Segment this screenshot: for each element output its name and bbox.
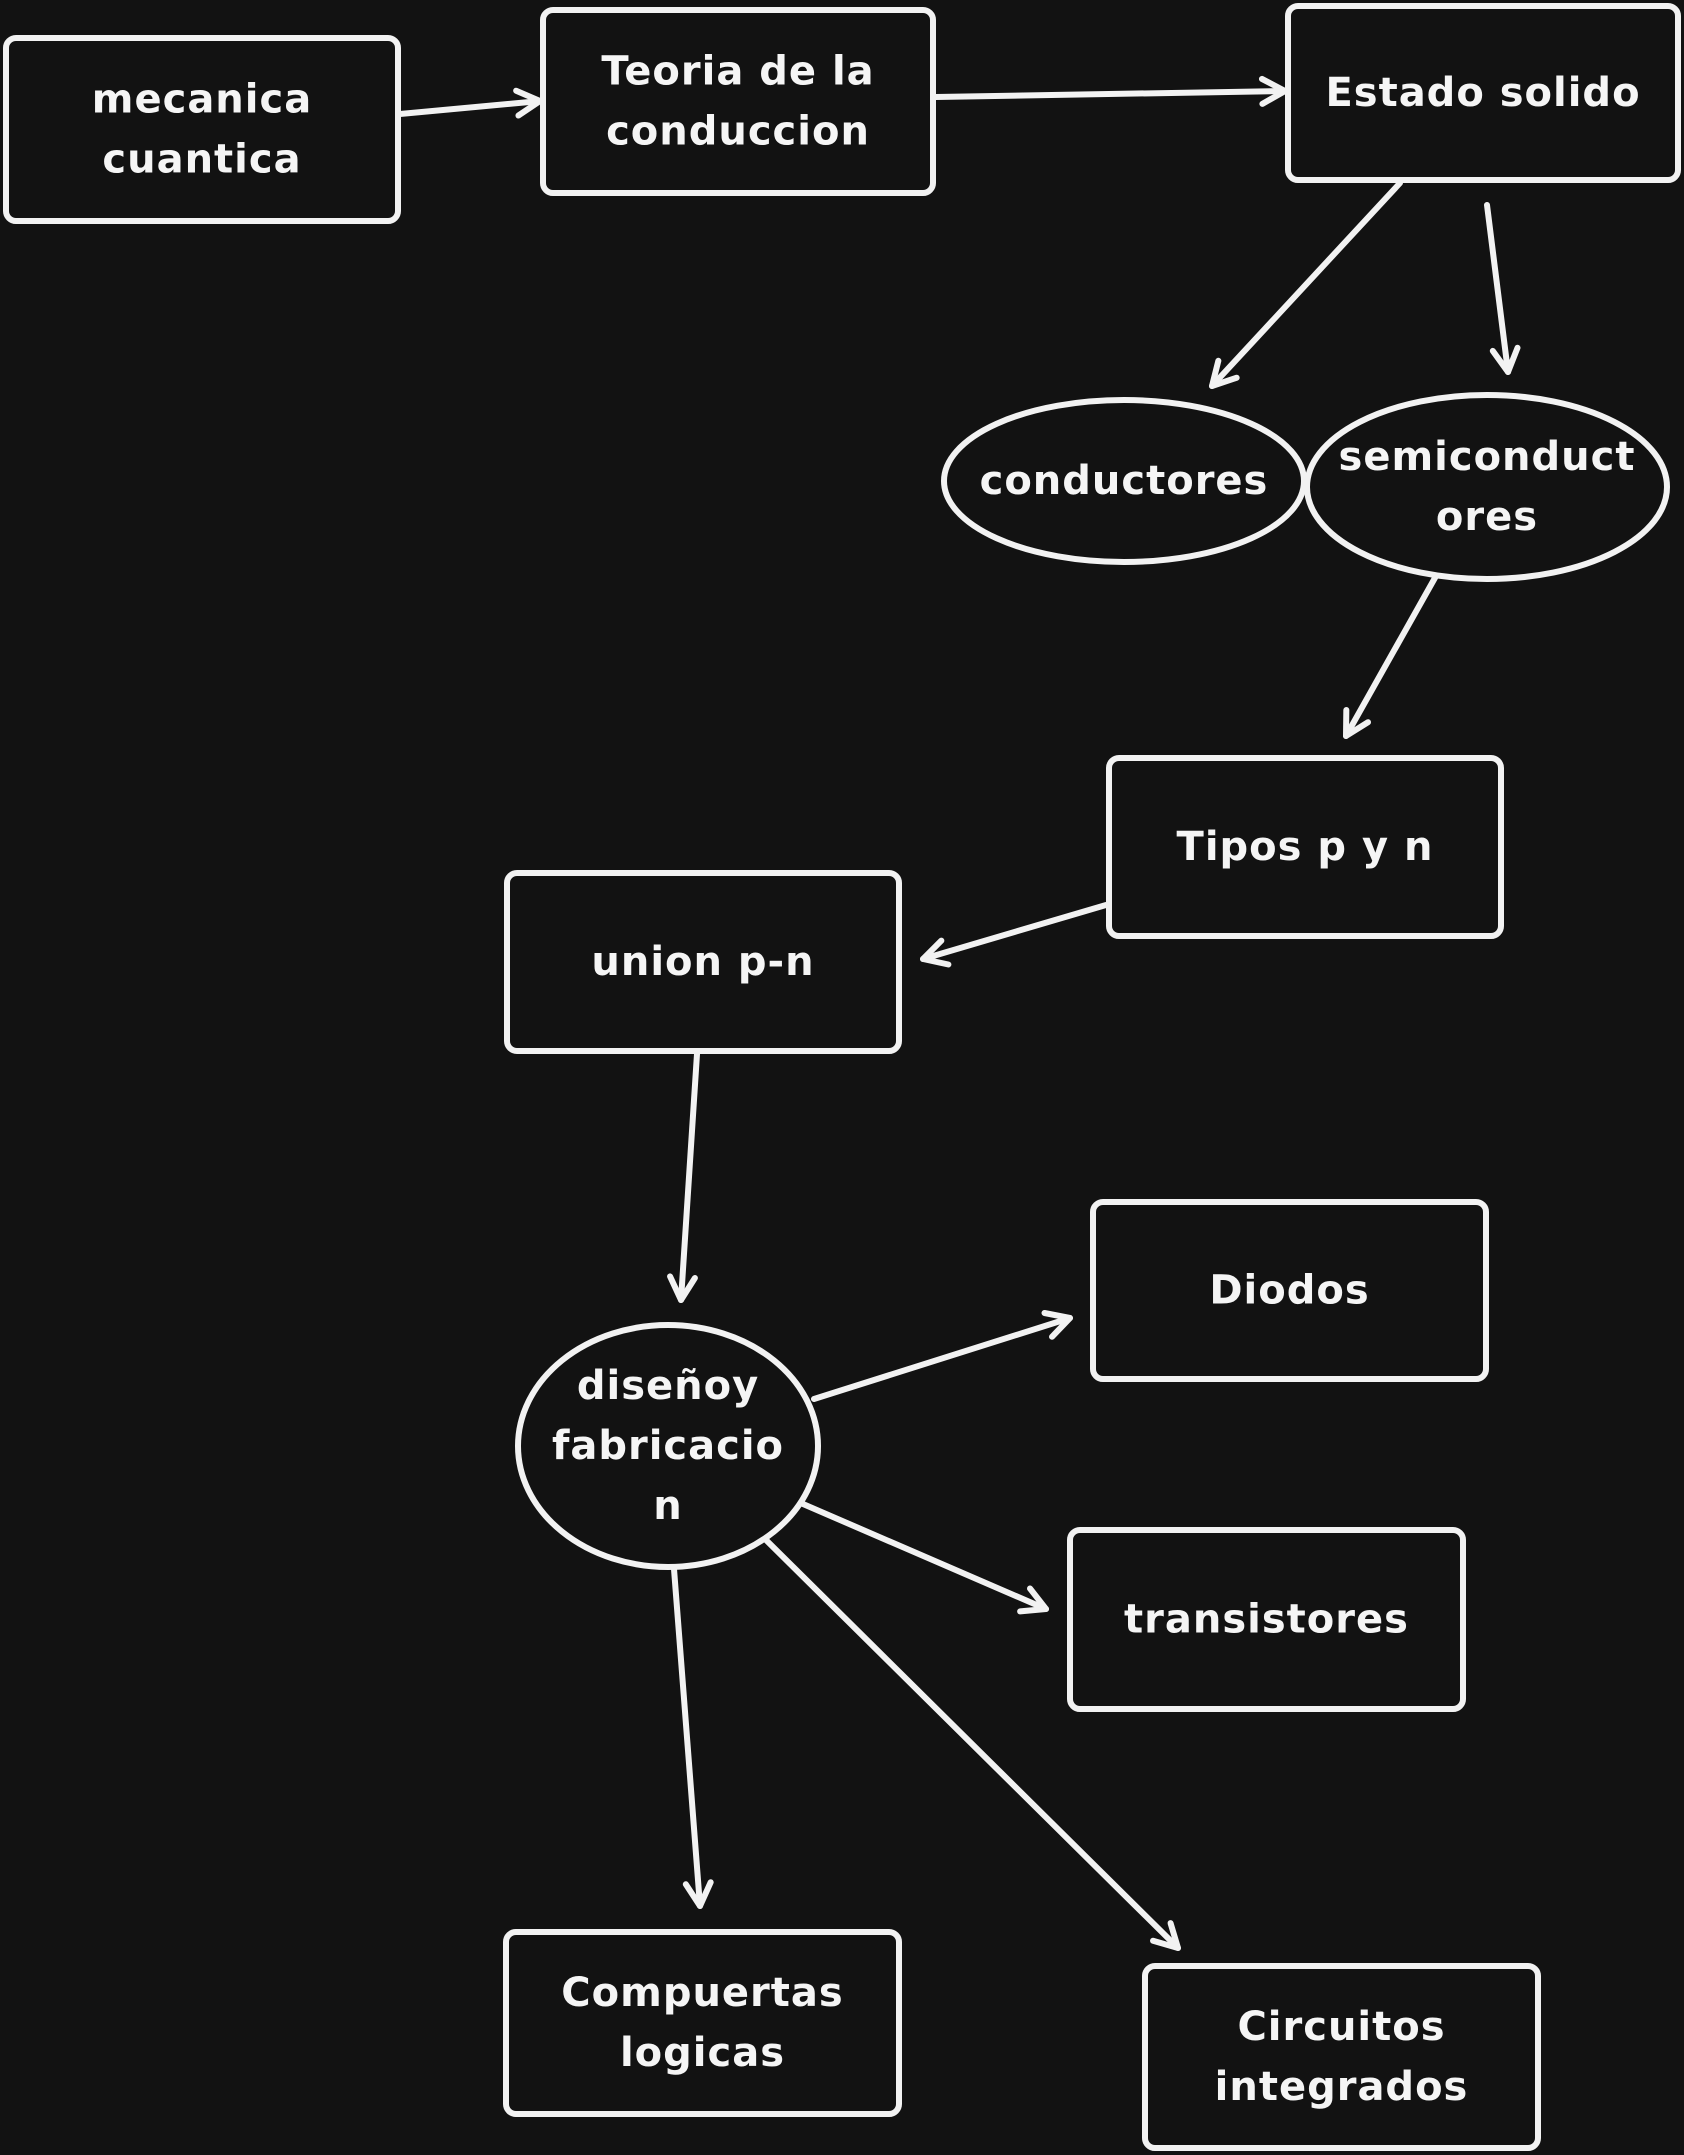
- node-box: [1090, 1199, 1489, 1382]
- edge-line: [1484, 202, 1511, 375]
- edge-diseno-to-compuertas: [671, 1566, 714, 1909]
- node-label-line: Compuertas: [561, 1970, 843, 2016]
- arrowhead-icon: [1209, 357, 1240, 389]
- edge-teoria-to-estado: [933, 75, 1288, 107]
- node-box: [540, 7, 936, 196]
- node-box: [1106, 755, 1504, 939]
- node-label-line: conduccion: [606, 109, 870, 155]
- node-compuertas: Compuertas logicas: [503, 1929, 902, 2117]
- arrowhead-icon: [682, 1879, 714, 1909]
- edge-estado-to-semiconductores: [1484, 202, 1521, 375]
- edge-line: [933, 88, 1288, 100]
- arrowhead-icon: [920, 937, 952, 968]
- edge-line: [1209, 180, 1403, 389]
- node-teoria: Teoria de la conduccion: [540, 7, 936, 196]
- node-label-line: mecanica: [92, 77, 312, 123]
- node-diseno: diseñoy fabricacio n: [515, 1322, 821, 1570]
- edge-mecanica-to-teoria: [397, 87, 543, 119]
- edge-diseno-to-circuitos: [763, 1537, 1181, 1951]
- node-union: union p-n: [504, 870, 902, 1054]
- node-box: [1067, 1527, 1466, 1712]
- node-label-line: Circuitos: [1237, 2004, 1445, 2050]
- nodes-layer: mecanica cuantica Teoria de la conduccion Es…: [3, 3, 1681, 2151]
- node-box: [503, 1929, 902, 2117]
- node-label-line: cuantica: [102, 137, 301, 183]
- edge-line: [1343, 573, 1439, 739]
- node-semiconductores: semiconduct ores: [1304, 392, 1670, 582]
- node-label-line: transistores: [1124, 1597, 1409, 1643]
- node-label-line: Diodos: [1209, 1268, 1369, 1314]
- edge-line: [678, 1051, 700, 1303]
- edge-semiconductores-to-tipos: [1343, 573, 1439, 739]
- node-label-line: conductores: [980, 458, 1269, 504]
- node-conductores: conductores: [941, 397, 1307, 565]
- edge-line: [671, 1566, 703, 1909]
- node-label-line: n: [653, 1483, 682, 1529]
- node-box: [1142, 1963, 1541, 2151]
- arrowhead-icon: [1017, 1585, 1049, 1615]
- arrowhead-icon: [1489, 344, 1521, 375]
- node-box: [1285, 3, 1681, 183]
- node-label-line: diseñoy: [577, 1363, 759, 1409]
- node-transistores: transistores: [1067, 1527, 1466, 1712]
- node-estado: Estado solido: [1285, 3, 1681, 183]
- arrowhead-icon: [1343, 707, 1372, 739]
- edge-diseno-to-transistores: [800, 1501, 1049, 1615]
- node-ellipse: [941, 397, 1307, 565]
- node-label-line: fabricacio: [552, 1423, 784, 1469]
- node-mecanica: mecanica cuantica: [3, 35, 401, 224]
- arrowhead-icon: [667, 1273, 698, 1303]
- edges-layer: [397, 75, 1521, 1951]
- node-ellipse: [1304, 392, 1670, 582]
- node-label-line: integrados: [1215, 2064, 1469, 2110]
- node-label-line: ores: [1436, 494, 1538, 540]
- edge-line: [800, 1501, 1049, 1612]
- edge-union-to-diseno: [667, 1051, 700, 1303]
- node-label-line: Tipos p y n: [1177, 824, 1434, 870]
- node-ellipse: [515, 1322, 821, 1570]
- node-tipos: Tipos p y n: [1106, 755, 1504, 939]
- arrowhead-icon: [1041, 1310, 1073, 1340]
- edge-line: [811, 1315, 1073, 1402]
- edge-estado-to-conductores: [1209, 180, 1403, 389]
- node-label-line: union p-n: [591, 939, 814, 985]
- node-label-line: Teoria de la: [601, 49, 874, 95]
- edge-tipos-to-union: [920, 902, 1109, 968]
- node-diodos: Diodos: [1090, 1199, 1489, 1382]
- edge-diseno-to-diodos: [811, 1310, 1073, 1402]
- edge-line: [920, 902, 1109, 962]
- edge-line: [763, 1537, 1181, 1951]
- arrowhead-icon: [1150, 1920, 1181, 1951]
- node-label-line: semiconduct: [1339, 434, 1636, 480]
- node-label-line: logicas: [620, 2030, 785, 2076]
- edge-line: [397, 98, 543, 117]
- node-circuitos: Circuitos integrados: [1142, 1963, 1541, 2151]
- node-box: [3, 35, 401, 224]
- node-label-line: Estado solido: [1325, 70, 1640, 116]
- node-box: [504, 870, 902, 1054]
